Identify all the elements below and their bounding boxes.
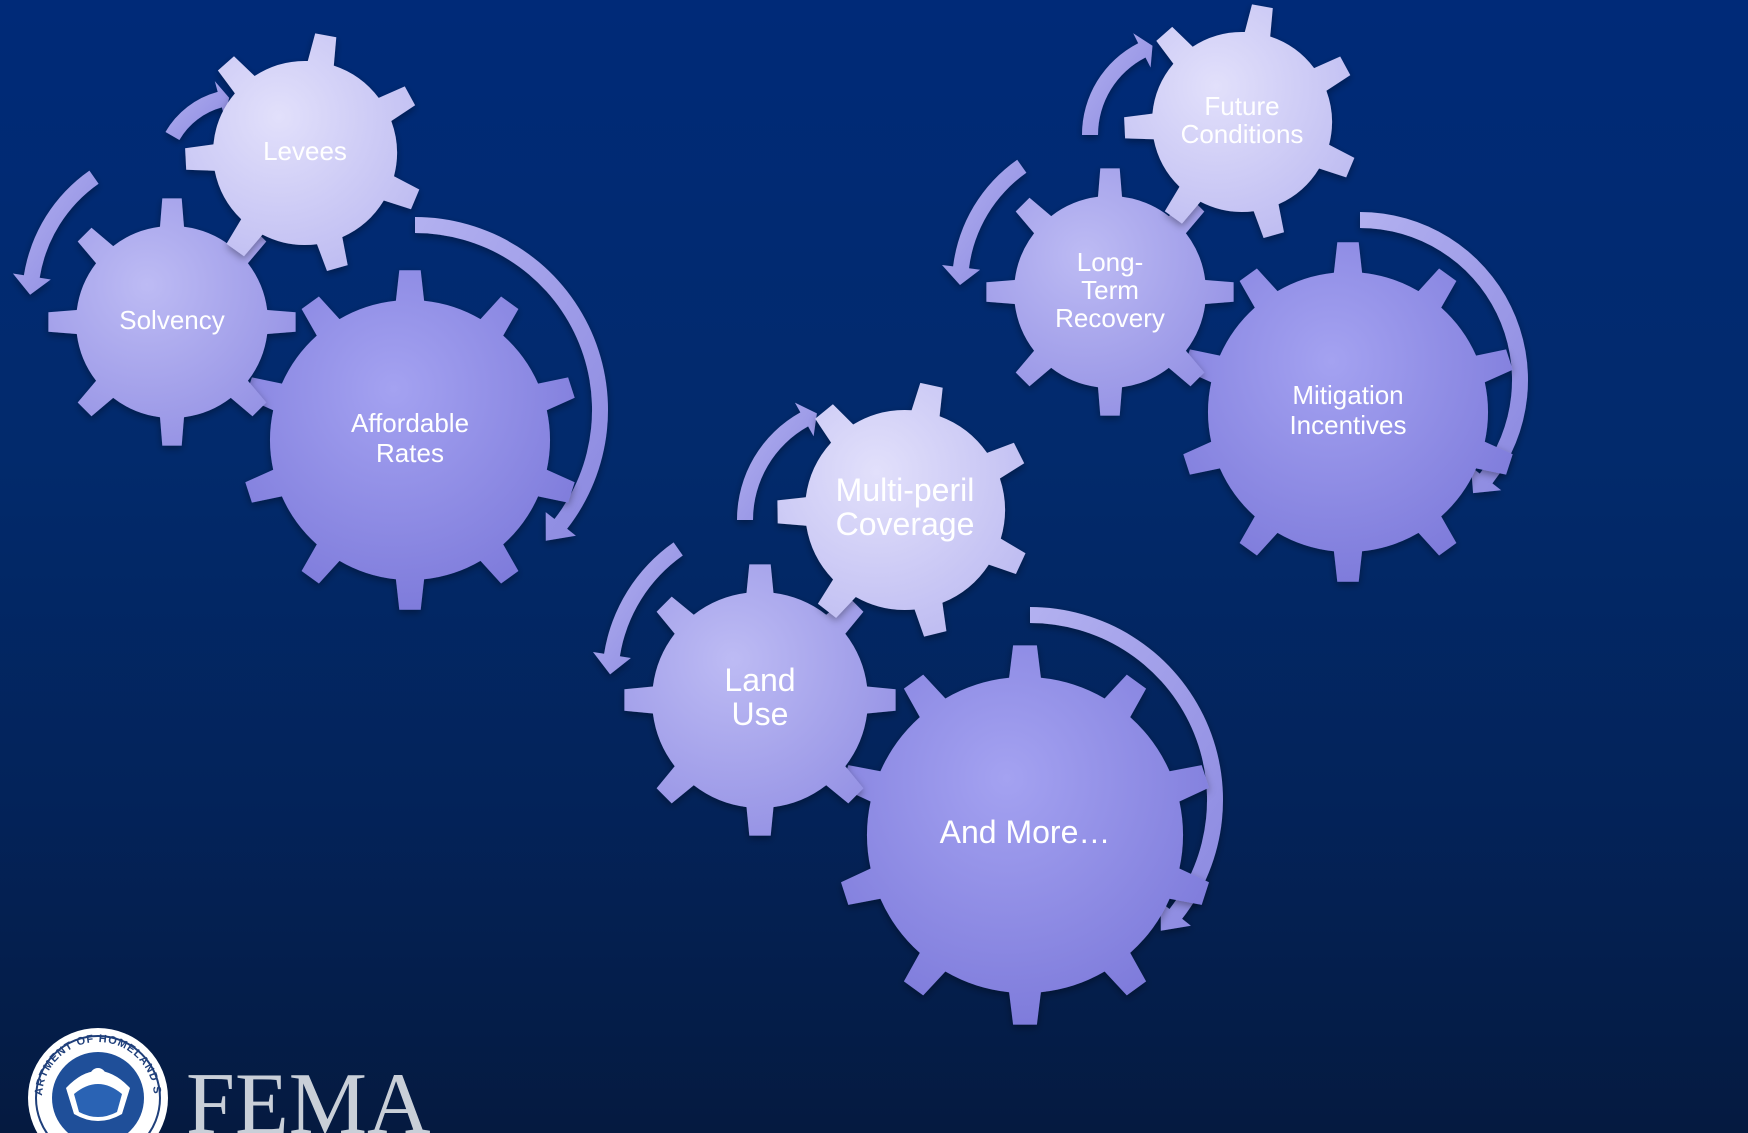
gear-label: Solvency [119,305,225,335]
gear-label-line: Term [1081,275,1139,305]
gear-icon [841,645,1209,1025]
gear-icon [245,270,575,610]
gear-label: Levees [263,136,347,166]
cycle-arrow-icon [593,542,683,675]
gear-label-line: Use [732,696,789,732]
cycle-arrow-icon [12,170,99,295]
gear-label-line: Land [724,662,795,698]
gear-label-line: Conditions [1181,119,1304,149]
gear: Solvency [48,198,296,446]
cycle-arrow-icon [1360,212,1528,494]
gear: Levees [185,33,420,272]
gear-icon [1183,242,1513,582]
gear-label-line: Coverage [836,506,975,542]
cycle-arrow-icon [737,402,817,520]
gear-label-line: Multi-peril [836,472,975,508]
gear-icon [624,564,896,836]
gear-label: And More… [940,814,1111,850]
cycle-arrow-icon [1082,33,1153,136]
cycle-arrow-icon [1030,607,1223,931]
gear-label-line: Long- [1077,247,1144,277]
cycle-arrow-icon [415,217,608,541]
gear-label-line: Incentives [1289,410,1406,440]
gear-label-line: Levees [263,136,347,166]
gear-label-line: Recovery [1055,303,1165,333]
seal-text: U.S. DEPARTMENT OF HOMELAND SECURITY [0,0,162,1096]
gear-icon [1124,4,1355,239]
gear-icon [48,198,296,446]
gear-label-line: Future [1204,91,1279,121]
dhs-seal-icon: U.S. DEPARTMENT OF HOMELAND SECURITY [0,0,168,1133]
gear-label-line: And More… [940,814,1111,850]
gear-label-line: Rates [376,438,444,468]
gear-icon [185,33,420,272]
gear-icon [986,168,1234,416]
gear-icon [777,382,1026,637]
gear-label-line: Solvency [119,305,225,335]
gear: And More… [841,645,1209,1025]
gear-label-line: Mitigation [1292,380,1403,410]
cycle-arrows [12,33,1528,931]
svg-text:U.S. DEPARTMENT OF HOMELAND SE: U.S. DEPARTMENT OF HOMELAND SECURITY [0,0,163,1096]
fema-wordmark: FEMA [186,1056,431,1133]
cycle-arrow-icon [942,159,1027,285]
cycle-arrow-icon [165,81,230,140]
gear-label-line: Affordable [351,408,469,438]
